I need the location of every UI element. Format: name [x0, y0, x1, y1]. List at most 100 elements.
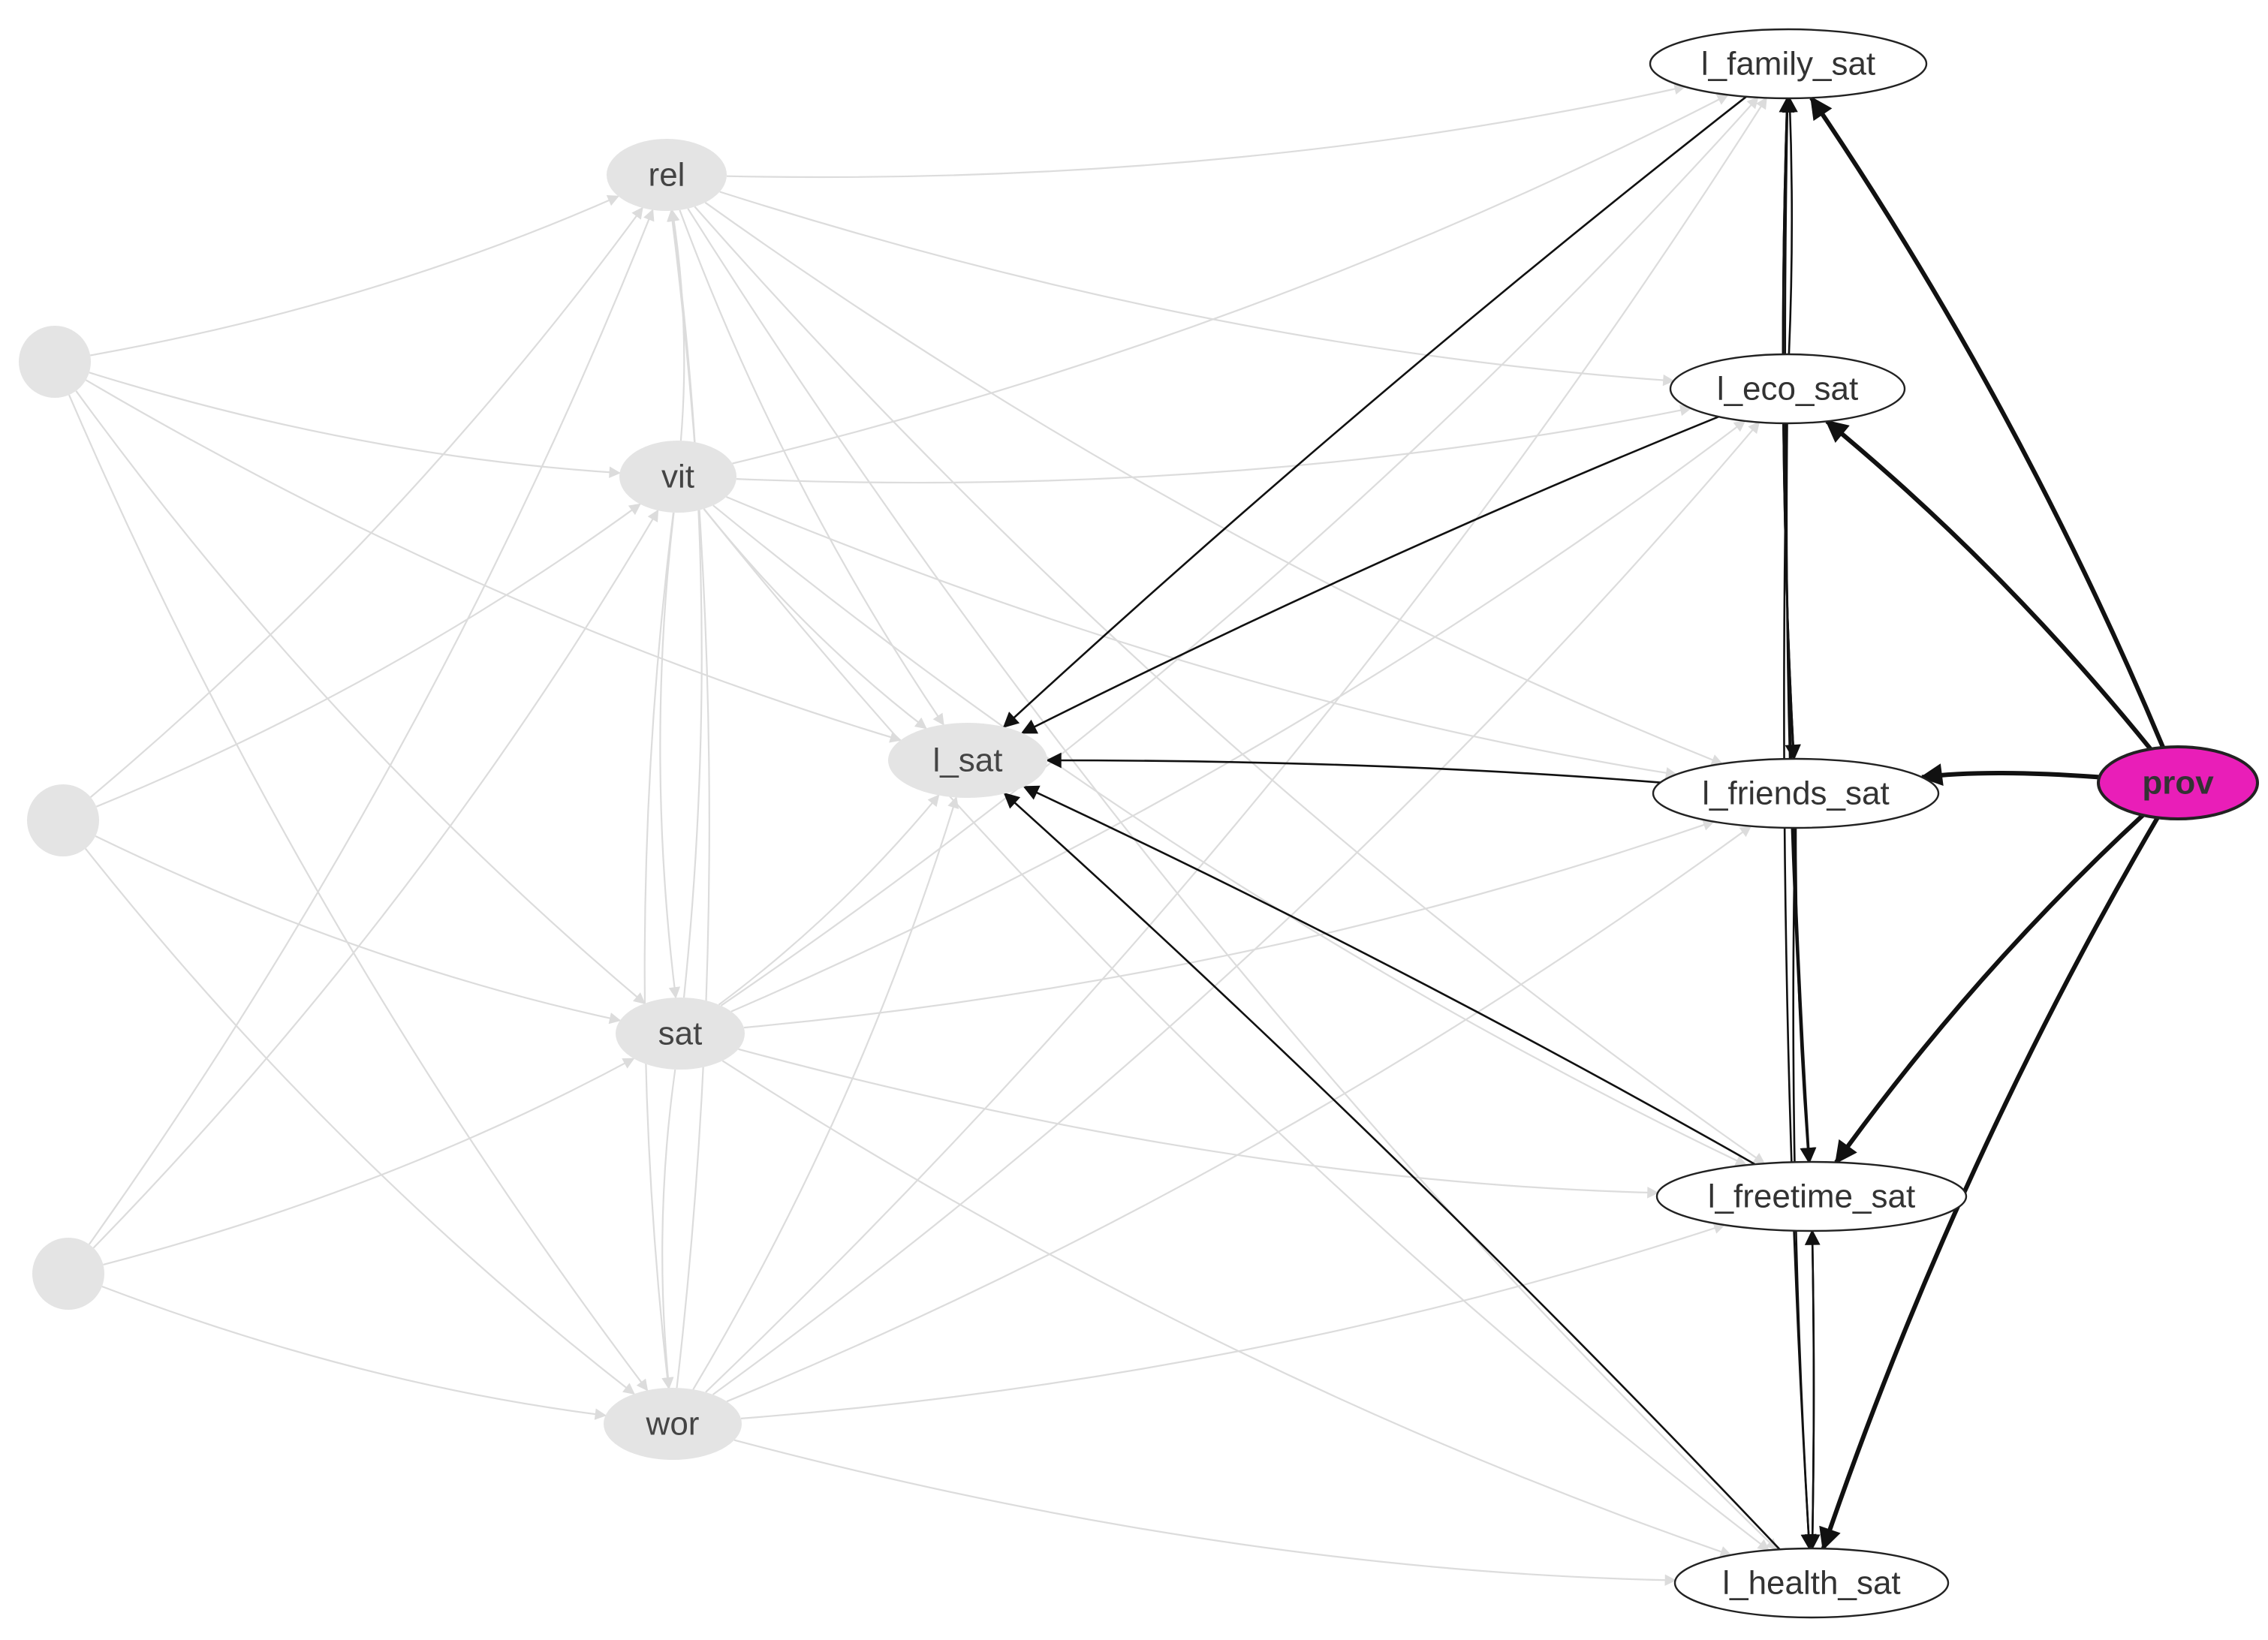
- node-l-freetime-sat[interactable]: l_freetime_sat: [1655, 1160, 1968, 1232]
- edge-sat-to-wor: [661, 1069, 676, 1389]
- edge-wor-to-l-sat: [692, 796, 959, 1390]
- node-ext1[interactable]: [19, 326, 91, 398]
- edge-l-freetime-sat-to-l-sat: [1023, 785, 1756, 1166]
- node-l-health-sat[interactable]: l_health_sat: [1673, 1547, 1950, 1619]
- edge-sat-to-l-friends-sat: [743, 819, 1715, 1029]
- edge-wor-to-l-health-sat: [733, 1439, 1677, 1586]
- edge-l-eco-sat-to-l-health-sat: [1783, 423, 1817, 1551]
- node-label: l_freetime_sat: [1708, 1178, 1915, 1215]
- node-label: vit: [661, 459, 694, 495]
- edge-rel-to-l-family-sat: [726, 83, 1686, 179]
- muted-edges: [68, 83, 1779, 1586]
- node-shape: [1673, 1547, 1950, 1619]
- edge-ext1-to-wor: [68, 394, 649, 1392]
- edge-wor-to-rel: [667, 209, 710, 1389]
- edge-ext2-to-vit: [95, 503, 641, 808]
- node-l-friends-sat[interactable]: l_friends_sat: [1652, 757, 1940, 829]
- edge-prov-to-l-eco-sat: [1825, 419, 2152, 751]
- node-shape: [616, 998, 745, 1070]
- edge-ext1-to-sat: [75, 390, 646, 1004]
- edge-ext3-to-sat: [103, 1058, 635, 1265]
- node-vit[interactable]: vit: [619, 441, 736, 513]
- edge-vit-to-wor: [643, 512, 675, 1389]
- edge-vit-to-rel: [668, 209, 685, 441]
- nodes: rel vit sat wor l_sat l_family_sat l_eco_sat l_…: [19, 28, 2259, 1619]
- node-shape: [32, 1238, 104, 1310]
- edge-rel-to-l-freetime-sat: [694, 206, 1766, 1165]
- node-l-sat[interactable]: l_sat: [888, 723, 1047, 798]
- edge-sat-to-l-sat: [718, 794, 940, 1006]
- node-sat[interactable]: sat: [616, 998, 745, 1070]
- edge-ext1-to-vit: [89, 372, 621, 478]
- node-label: sat: [658, 1016, 703, 1052]
- node-label: wor: [646, 1406, 700, 1443]
- edge-vit-to-l-friends-sat: [726, 495, 1678, 779]
- edge-ext2-to-sat: [95, 835, 622, 1025]
- edge-ext3-to-wor: [101, 1285, 607, 1420]
- edge-l-family-sat-to-l-sat: [1002, 95, 1747, 728]
- edge-sat-to-rel: [667, 209, 703, 998]
- edge-vit-to-l-family-sat: [732, 94, 1729, 465]
- node-label: prov: [2142, 765, 2214, 802]
- edge-l-family-sat-to-l-freetime-sat: [1784, 98, 1817, 1164]
- node-l-eco-sat[interactable]: l_eco_sat: [1669, 353, 1906, 425]
- node-shape: [1669, 353, 1906, 425]
- edge-prov-to-l-freetime-sat: [1834, 813, 2145, 1165]
- node-label: l_friends_sat: [1702, 775, 1889, 812]
- node-shape: [619, 441, 736, 513]
- node-l-family-sat[interactable]: l_family_sat: [1649, 28, 1928, 100]
- edge-wor-to-l-freetime-sat: [740, 1222, 1726, 1419]
- edge-l-health-sat-to-l-sat: [1003, 792, 1781, 1551]
- node-prov[interactable]: prov: [2097, 745, 2259, 820]
- edge-wor-to-l-eco-sat: [712, 421, 1760, 1395]
- edge-ext1-to-rel: [90, 195, 620, 357]
- edge-rel-to-l-eco-sat: [719, 191, 1675, 387]
- edge-ext2-to-wor: [84, 847, 635, 1395]
- node-label: l_family_sat: [1701, 46, 1875, 83]
- node-label: l_health_sat: [1722, 1565, 1900, 1602]
- edge-vit-to-l-eco-sat: [736, 405, 1692, 484]
- node-shape: [604, 1388, 742, 1460]
- node-shape: [2097, 745, 2259, 820]
- edge-vit-to-l-sat: [703, 508, 927, 730]
- node-label: l_sat: [933, 742, 1003, 779]
- edge-l-eco-sat-to-l-family-sat: [1782, 96, 1798, 355]
- edge-rel-to-l-health-sat: [687, 208, 1779, 1551]
- edge-l-friends-sat-to-l-sat: [1045, 752, 1661, 784]
- node-shape: [27, 784, 99, 856]
- edge-vit-to-sat: [659, 512, 681, 999]
- node-shape: [19, 326, 91, 398]
- edge-ext1-to-l-sat: [85, 379, 902, 743]
- edge-wor-to-l-family-sat: [705, 97, 1767, 1393]
- edge-sat-to-l-freetime-sat: [738, 1048, 1659, 1199]
- node-shape: [607, 139, 727, 211]
- edge-wor-to-l-friends-sat: [726, 825, 1752, 1403]
- node-shape: [1655, 1160, 1968, 1232]
- edge-vit-to-l-health-sat: [703, 508, 1770, 1551]
- node-label: l_eco_sat: [1717, 371, 1858, 408]
- node-shape: [888, 723, 1047, 798]
- edge-l-health-sat-to-l-freetime-sat: [1804, 1229, 1821, 1549]
- edge-l-eco-sat-to-l-sat: [1020, 415, 1719, 734]
- edge-ext2-to-rel: [89, 206, 643, 798]
- edge-sat-to-l-eco-sat: [730, 420, 1746, 1013]
- edge-ext3-to-rel: [88, 209, 655, 1245]
- edge-prov-to-l-health-sat: [1819, 816, 2160, 1551]
- node-wor[interactable]: wor: [604, 1388, 742, 1460]
- edge-ext3-to-vit: [92, 509, 659, 1249]
- active-edges: [1002, 95, 2165, 1551]
- edge-prov-to-l-family-sat: [1809, 95, 2165, 748]
- node-shape: [1649, 28, 1928, 100]
- edge-rel-to-l-sat: [679, 209, 944, 726]
- node-ext2[interactable]: [27, 784, 99, 856]
- node-rel[interactable]: rel: [607, 139, 727, 211]
- edge-sat-to-l-family-sat: [720, 96, 1759, 1007]
- node-shape: [1652, 757, 1940, 829]
- edge-rel-to-l-friends-sat: [704, 201, 1724, 766]
- edge-prov-to-l-friends-sat: [1920, 763, 2100, 786]
- node-label: rel: [649, 157, 685, 194]
- edge-vit-to-l-freetime-sat: [712, 504, 1748, 1166]
- edge-sat-to-l-health-sat: [721, 1060, 1733, 1557]
- node-ext3[interactable]: [32, 1238, 104, 1310]
